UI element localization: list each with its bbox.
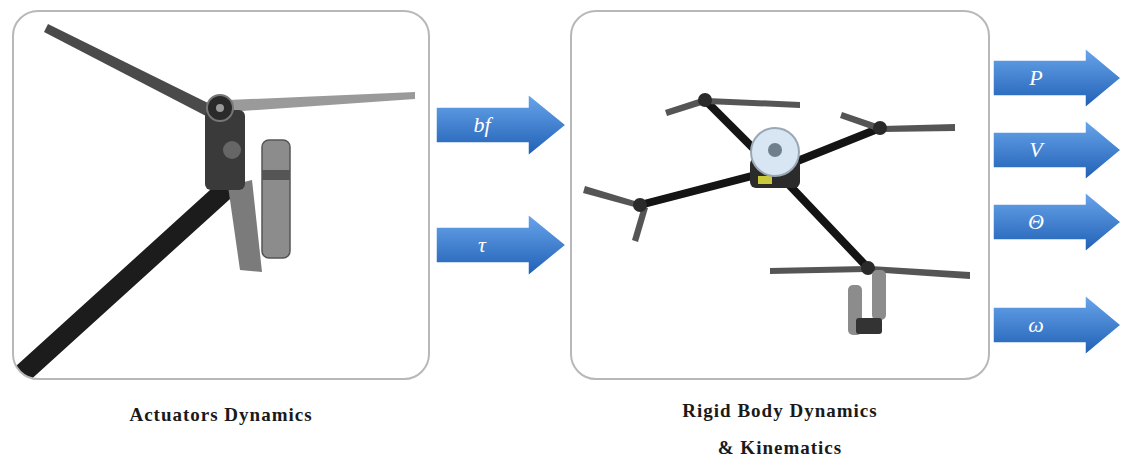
output-signal: Θ [1028, 209, 1044, 235]
edge-label: bf [473, 112, 490, 138]
panel-caption: Rigid Body Dynamics & Kinematics [673, 392, 888, 466]
quadrotor-illustration [583, 93, 970, 335]
output-signal: ω [1028, 312, 1044, 338]
image-panel: Rigid Body Dynamics & Kinematics [570, 10, 990, 380]
output-signal: V [1029, 137, 1042, 163]
edge-label: τ [478, 232, 486, 258]
block-arrow [436, 214, 566, 276]
image-panel: Actuators Dynamics [12, 10, 430, 380]
output-arrows [993, 48, 1121, 355]
block-arrow [436, 94, 566, 156]
rotor-illustration [13, 24, 415, 379]
panel-caption: Actuators Dynamics [61, 396, 381, 433]
output-signal: P [1029, 65, 1042, 91]
